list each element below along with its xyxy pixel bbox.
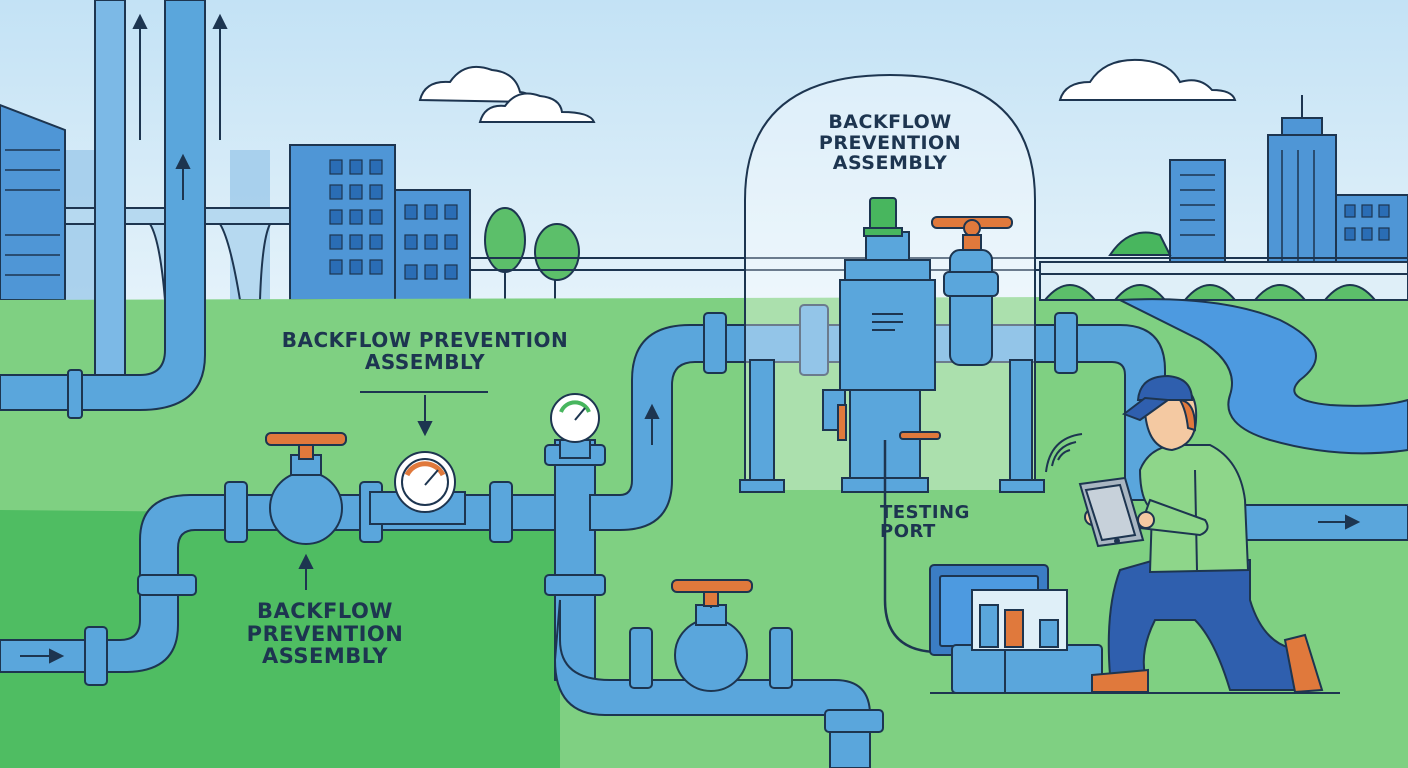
flow-arrow-icon <box>298 391 488 590</box>
flow-arrow-icon <box>20 648 65 664</box>
gate-valve-bottom <box>674 590 748 692</box>
label-testing-port: TESTING PORT <box>880 502 970 543</box>
bridge <box>1039 261 1408 301</box>
label-backflow-assembly-middle: BACKFLOW PREVENTION ASSEMBLY <box>281 328 569 374</box>
test-kit-case <box>929 564 1340 694</box>
indicator-cap-icon <box>863 197 903 237</box>
label-backflow-assembly-bottom: BACKFLOW PREVENTION ASSEMBLY <box>246 599 404 669</box>
tech-leg <box>1107 559 1302 691</box>
tech-hair <box>1178 398 1197 432</box>
building-left <box>0 103 66 301</box>
nameplate <box>872 313 903 331</box>
valve-handle-icon <box>837 216 1013 441</box>
tree-icon <box>484 207 580 300</box>
valve-handle-icon <box>265 432 347 460</box>
valve-handle-icon <box>671 579 753 607</box>
wifi-signal-icon <box>1045 433 1083 473</box>
pressure-gauge-icon <box>550 393 600 459</box>
cloud-icon <box>418 58 1237 123</box>
boot-left <box>1091 668 1149 693</box>
technician <box>1084 374 1324 694</box>
tablet-icon <box>1078 476 1145 548</box>
tech-shirt <box>1138 444 1250 574</box>
outlet-pipe <box>1224 504 1408 541</box>
riser-pipe <box>589 304 1166 531</box>
building-center-tall <box>289 144 471 301</box>
flow-arrow-icon <box>644 403 660 445</box>
boot-right <box>1283 633 1324 694</box>
tech-arm <box>1138 498 1209 537</box>
river <box>1116 298 1408 455</box>
main-pipe-left <box>0 481 561 686</box>
flow-arrow-icon <box>1318 514 1361 530</box>
cap-icon <box>1136 374 1194 401</box>
pressure-gauge-icon <box>369 451 466 525</box>
backflow-assembly-device <box>739 231 1045 493</box>
label-backflow-assembly-top: BACKFLOW PREVENTION ASSEMBLY <box>818 111 962 175</box>
vertical-pipes <box>0 0 206 419</box>
flow-arrow-icon <box>132 13 228 200</box>
